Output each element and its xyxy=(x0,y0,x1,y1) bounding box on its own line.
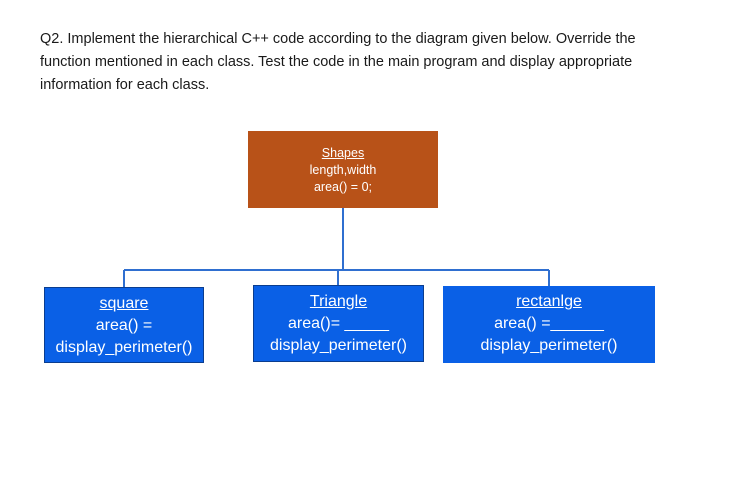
class-perimeter-square: display_perimeter() xyxy=(55,339,193,356)
class-members-shapes: length,width xyxy=(309,163,377,177)
class-name-shapes: Shapes xyxy=(321,146,365,160)
question-text: Q2. Implement the hierarchical C++ code … xyxy=(40,28,680,97)
class-area-rectangle: area() =______ xyxy=(494,315,604,332)
class-name-rectangle: rectanlge xyxy=(516,293,582,310)
class-name-triangle: Triangle xyxy=(309,293,368,310)
class-box-triangle: Triangle area()= _____ display_perimeter… xyxy=(253,285,424,362)
question-line-1: Q2. Implement the hierarchical C++ code … xyxy=(40,31,636,47)
class-area-square: area() = xyxy=(95,317,153,334)
class-box-rectangle: rectanlge area() =______ display_perimet… xyxy=(443,286,655,363)
class-method-shapes: area() = 0; xyxy=(313,180,372,194)
class-perimeter-rectangle: display_perimeter() xyxy=(480,337,618,354)
class-area-triangle: area()= _____ xyxy=(288,315,389,332)
question-line-3: information for each class. xyxy=(40,77,210,93)
class-perimeter-triangle: display_perimeter() xyxy=(270,337,407,354)
question-line-2: function mentioned in each class. Test t… xyxy=(40,54,633,70)
class-box-square: square area() = display_perimeter() xyxy=(44,287,204,363)
class-name-square: square xyxy=(99,295,149,312)
class-box-shapes: Shapes length,width area() = 0; xyxy=(248,131,438,208)
